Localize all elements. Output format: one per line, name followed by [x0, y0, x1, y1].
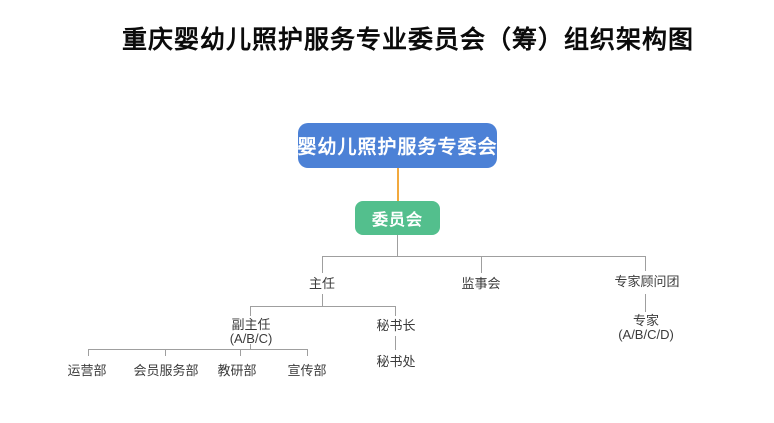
node-experts-line2: (A/B/C/D)	[618, 327, 674, 342]
node-director: 主任	[308, 276, 336, 291]
connector-dept3-drop	[240, 349, 241, 356]
connector-advisory-drop	[645, 256, 646, 271]
connector-advisory-to-experts	[645, 294, 646, 312]
node-expert-advisory-group: 专家顾问团	[614, 274, 680, 289]
node-teaching-research-dept: 教研部	[217, 363, 257, 378]
node-root-committee-label: 婴幼儿照护服务专委会	[297, 137, 498, 158]
connector-dept2-drop	[165, 349, 166, 356]
connector-director-stem	[322, 294, 323, 306]
node-experts-line1: 专家	[632, 313, 659, 328]
connector-deputy-drop	[250, 306, 251, 316]
node-publicity-dept: 宣传部	[287, 363, 327, 378]
page-title: 重庆婴幼儿照护服务专业委员会（筹）组织架构图	[121, 27, 695, 54]
connector-departments-rail	[88, 349, 308, 350]
node-secretary-general: 秘书长	[376, 318, 416, 333]
node-deputy-director: 副主任 (A/B/C)	[230, 318, 273, 346]
node-secretariat: 秘书处	[376, 354, 416, 369]
node-deputy-director-line1: 副主任	[231, 317, 271, 332]
node-supervisory-board: 监事会	[461, 276, 501, 291]
connector-committee-stem	[397, 235, 398, 256]
connector-dept1-drop	[88, 349, 89, 356]
node-deputy-director-line2: (A/B/C)	[229, 331, 273, 346]
node-committee-label: 委员会	[371, 212, 423, 229]
node-experts: 专家 (A/B/C/D)	[618, 314, 674, 342]
node-root-committee-box: 婴幼儿照护服务专委会	[298, 123, 497, 168]
node-operations-dept: 运营部	[67, 363, 107, 378]
connector-director-drop	[322, 256, 323, 273]
connector-secgen-drop	[395, 306, 396, 316]
connector-director-rail	[250, 306, 396, 307]
connector-supervisory-drop	[481, 256, 482, 273]
connector-dept4-drop	[307, 349, 308, 356]
node-committee-box: 委员会	[355, 201, 440, 235]
node-member-services-dept: 会员服务部	[133, 363, 199, 378]
connector-root-to-committee	[397, 168, 399, 201]
connector-level3-rail	[322, 256, 646, 257]
connector-secgen-to-secretariat	[395, 336, 396, 350]
connector-deputy-stem	[250, 344, 251, 349]
